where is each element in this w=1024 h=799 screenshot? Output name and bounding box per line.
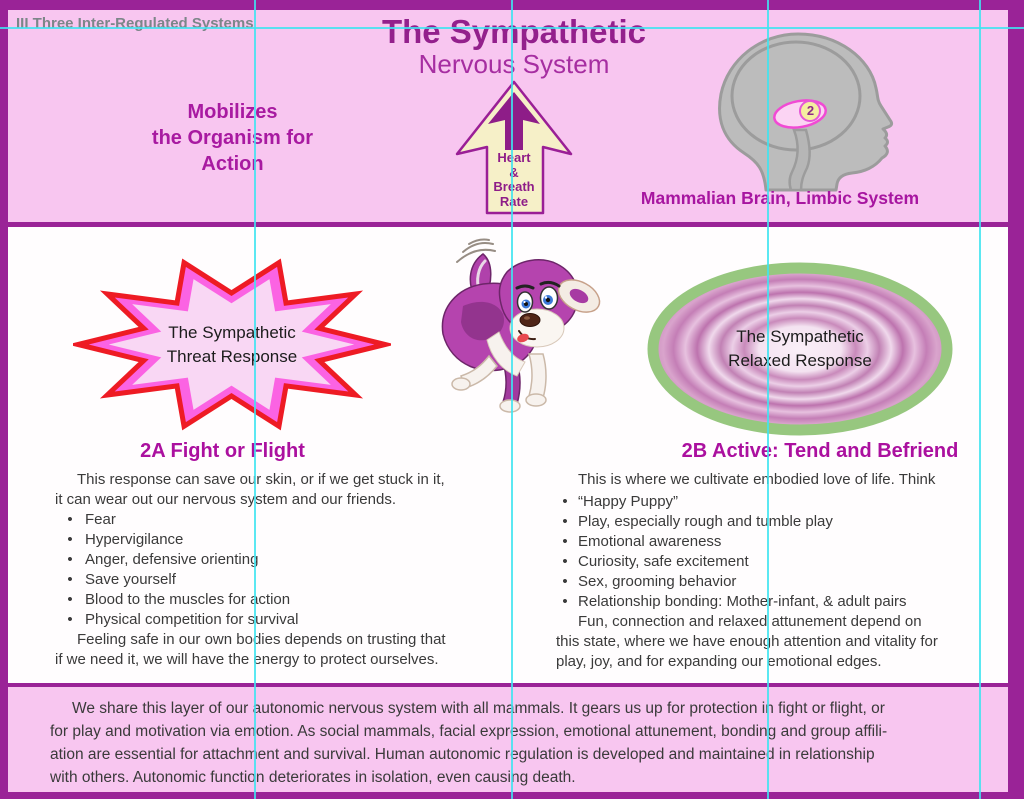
horizontal-guide-1[interactable]	[0, 27, 1024, 29]
left-intro-paragraph: This response can save our skin, or if w…	[55, 471, 445, 508]
right-bullet-list: “Happy Puppy” Play, especially rough and…	[556, 492, 990, 612]
vertical-guide-4[interactable]	[979, 0, 981, 799]
list-item: Hypervigilance	[55, 530, 505, 550]
cerebrum-outline	[730, 40, 862, 152]
list-item: Fear	[55, 510, 505, 530]
page-subtitle: Nervous System	[418, 49, 610, 79]
frame-right	[1008, 0, 1024, 799]
left-outro-paragraph: Feeling safe in our own bodies depends o…	[55, 631, 446, 668]
mobilizes-caption: Mobilizes the Organism for Action	[151, 101, 314, 175]
limbic-badge-circle	[799, 100, 821, 122]
frame-left	[0, 0, 8, 799]
tail-motion-lines	[456, 238, 496, 263]
brain-head-illustration	[718, 32, 894, 192]
puppy-muzzle	[509, 308, 565, 348]
puppy-nose	[519, 313, 541, 327]
right-intro-paragraph: This is where we cultivate embodied love…	[578, 471, 936, 488]
list-item: Anger, defensive orienting	[55, 550, 505, 570]
inner-up-arrow-icon	[488, 92, 540, 150]
list-item: Emotional awareness	[556, 532, 990, 552]
puppy-front-leg-right	[528, 353, 547, 399]
list-item: Sex, grooming behavior	[556, 572, 990, 592]
puppy-tongue	[517, 333, 529, 343]
threat-starburst-shape	[73, 258, 391, 431]
list-item: Relationship bonding: Mother-infant, & a…	[556, 592, 990, 612]
vertical-guide-2[interactable]	[511, 0, 513, 799]
puppy-chest	[486, 331, 526, 377]
heading-2b: 2B Active: Tend and Befriend	[681, 440, 959, 462]
limbic-badge-number: 2	[806, 103, 815, 118]
left-bullet-list: Fear Hypervigilance Anger, defensive ori…	[55, 510, 505, 630]
threat-shape-label: The Sympathetic Threat Response	[166, 323, 298, 366]
list-item: Physical competition for survival	[55, 610, 505, 630]
vertical-guide-1[interactable]	[254, 0, 256, 799]
list-item: Blood to the muscles for action	[55, 590, 505, 610]
list-item: Curiosity, safe excitement	[556, 552, 990, 572]
relaxed-shape-label: The Sympathetic Relaxed Response	[728, 327, 872, 370]
list-item: Play, especially rough and tumble play	[556, 512, 990, 532]
vertical-guide-3[interactable]	[767, 0, 769, 799]
brainstem	[788, 128, 811, 192]
footer-paragraph: We share this layer of our autonomic ner…	[50, 700, 888, 786]
puppy-illustration	[441, 238, 601, 413]
heading-2a: 2A Fight or Flight	[140, 440, 305, 462]
list-item: Save yourself	[55, 570, 505, 590]
page-title: The Sympathetic	[381, 13, 647, 50]
right-outro-paragraph: Fun, connection and relaxed attunement d…	[556, 613, 938, 670]
footer-band	[8, 683, 1008, 792]
relaxed-ellipse-shape	[647, 262, 953, 436]
list-item: “Happy Puppy”	[556, 492, 990, 512]
brain-caption: Mammalian Brain, Limbic System	[640, 188, 920, 208]
arrow-label: Heart & Breath Rate	[493, 150, 535, 209]
up-arrow-shape	[455, 80, 573, 215]
